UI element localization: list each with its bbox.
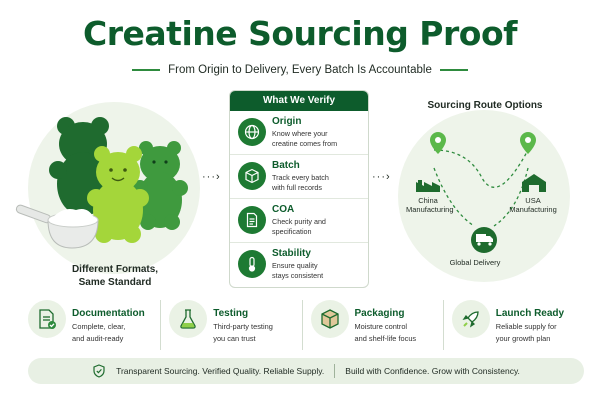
globe-icon <box>238 118 266 146</box>
feature-packaging: Packaging Moisture control and shelf-lif… <box>301 300 443 350</box>
verify-item-stability: Stability Ensure quality stays consisten… <box>230 243 368 287</box>
subtitle-rule-right <box>439 69 468 71</box>
location-pin-icon <box>430 132 446 154</box>
feature-documentation: Documentation Complete, clear, and audit… <box>28 300 160 350</box>
verify-card: What We Verify Origin Know where your cr… <box>229 90 369 288</box>
footer-banner: Transparent Sourcing. Verified Quality. … <box>28 358 584 384</box>
box-icon <box>238 162 266 190</box>
thermometer-icon <box>238 250 266 278</box>
location-pin-icon <box>520 132 536 154</box>
dotted-arrow-left: ···› <box>202 171 221 183</box>
rocket-icon <box>451 300 490 338</box>
global-delivery-label: Global Delivery <box>449 258 501 267</box>
document-icon <box>238 206 266 234</box>
warehouse-icon <box>522 174 546 192</box>
route-heading: Sourcing Route Options <box>427 100 543 111</box>
feature-launch-ready: Launch Ready Reliable supply for your gr… <box>442 300 584 350</box>
subtitle-row: From Origin to Delivery, Every Batch Is … <box>0 64 600 76</box>
features-row: Documentation Complete, clear, and audit… <box>28 300 584 350</box>
document-check-icon <box>28 300 66 338</box>
verify-item-batch: Batch Track every batch with full record… <box>230 155 368 199</box>
page-subtitle: From Origin to Delivery, Every Batch Is … <box>168 64 432 76</box>
gummies-and-scoop-illustration <box>15 117 188 249</box>
footer-right-text: Build with Confidence. Grow with Consist… <box>345 366 520 376</box>
usa-label: USA Manufacturing <box>509 196 557 214</box>
feature-testing: Testing Third-party testing you can trus… <box>160 300 301 350</box>
route-panel <box>398 110 570 282</box>
scoop-with-powder <box>15 204 99 249</box>
footer-left-text: Transparent Sourcing. Verified Quality. … <box>116 366 325 376</box>
lime-gummy-bear <box>87 146 149 243</box>
green-gummy-bear <box>132 141 188 230</box>
verify-card-heading: What We Verify <box>230 91 368 111</box>
footer-divider <box>334 364 336 378</box>
factory-icon <box>416 180 440 192</box>
page-title: Creatine Sourcing Proof <box>83 14 517 53</box>
dotted-arrow-right: ···› <box>372 171 391 183</box>
verify-item-coa: COA Check purity and specification <box>230 199 368 243</box>
subtitle-rule-left <box>132 69 161 71</box>
truck-icon <box>471 227 497 253</box>
route-map-illustration <box>416 132 546 253</box>
flask-icon <box>169 300 208 338</box>
verify-item-origin: Origin Know where your creatine comes fr… <box>230 111 368 155</box>
formats-label: Different Formats, Same Standard <box>71 264 159 288</box>
shield-check-icon <box>93 364 105 378</box>
package-icon <box>310 300 349 338</box>
china-label: China Manufacturing <box>406 196 454 214</box>
